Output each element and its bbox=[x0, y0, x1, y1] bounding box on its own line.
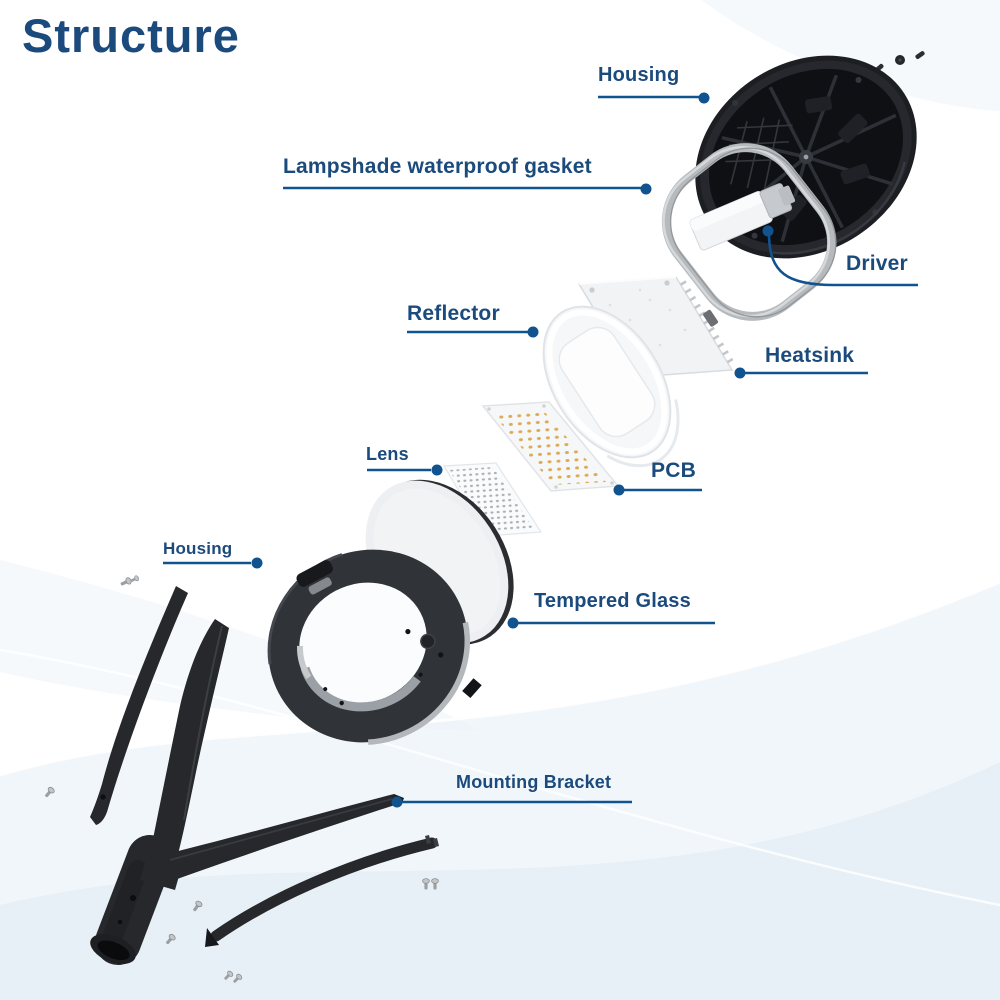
page-title: Structure bbox=[22, 9, 240, 62]
driver-leader-line bbox=[767, 235, 918, 287]
leader-lines bbox=[163, 92, 918, 808]
housing-top-leader-dot bbox=[698, 92, 710, 104]
tempered-glass-leader-dot bbox=[507, 617, 519, 629]
label-lampshade-waterproof-gasket: Lampshade waterproof gasket bbox=[283, 155, 592, 178]
screws bbox=[42, 50, 926, 985]
driver-leader-dot bbox=[762, 225, 774, 237]
label-housing-top: Housing bbox=[598, 64, 680, 86]
mounting-bracket-leader-dot bbox=[391, 796, 403, 808]
housing-bottom-leader-dot bbox=[251, 557, 263, 569]
label-reflector: Reflector bbox=[407, 302, 500, 325]
driver-part bbox=[689, 183, 796, 251]
reflector-leader-dot bbox=[527, 326, 539, 338]
heatsink-part bbox=[577, 276, 734, 378]
label-mounting-bracket: Mounting Bracket bbox=[456, 772, 612, 792]
heatsink-leader-dot bbox=[734, 367, 746, 379]
label-tempered-glass: Tempered Glass bbox=[534, 590, 691, 612]
mounting-bracket-part bbox=[90, 586, 439, 965]
lens-leader-dot bbox=[431, 464, 443, 476]
gasket-leader-dot bbox=[640, 183, 652, 195]
label-driver: Driver bbox=[846, 252, 908, 275]
label-housing-bottom: Housing bbox=[163, 539, 233, 558]
label-pcb: PCB bbox=[651, 459, 696, 482]
pcb-leader-dot bbox=[613, 484, 625, 496]
label-lens: Lens bbox=[366, 444, 409, 464]
reflector-part bbox=[542, 305, 680, 468]
pcb-part bbox=[481, 401, 620, 492]
housing-bottom-part bbox=[267, 549, 482, 745]
label-heatsink: Heatsink bbox=[765, 344, 855, 367]
gasket-part bbox=[661, 143, 837, 321]
